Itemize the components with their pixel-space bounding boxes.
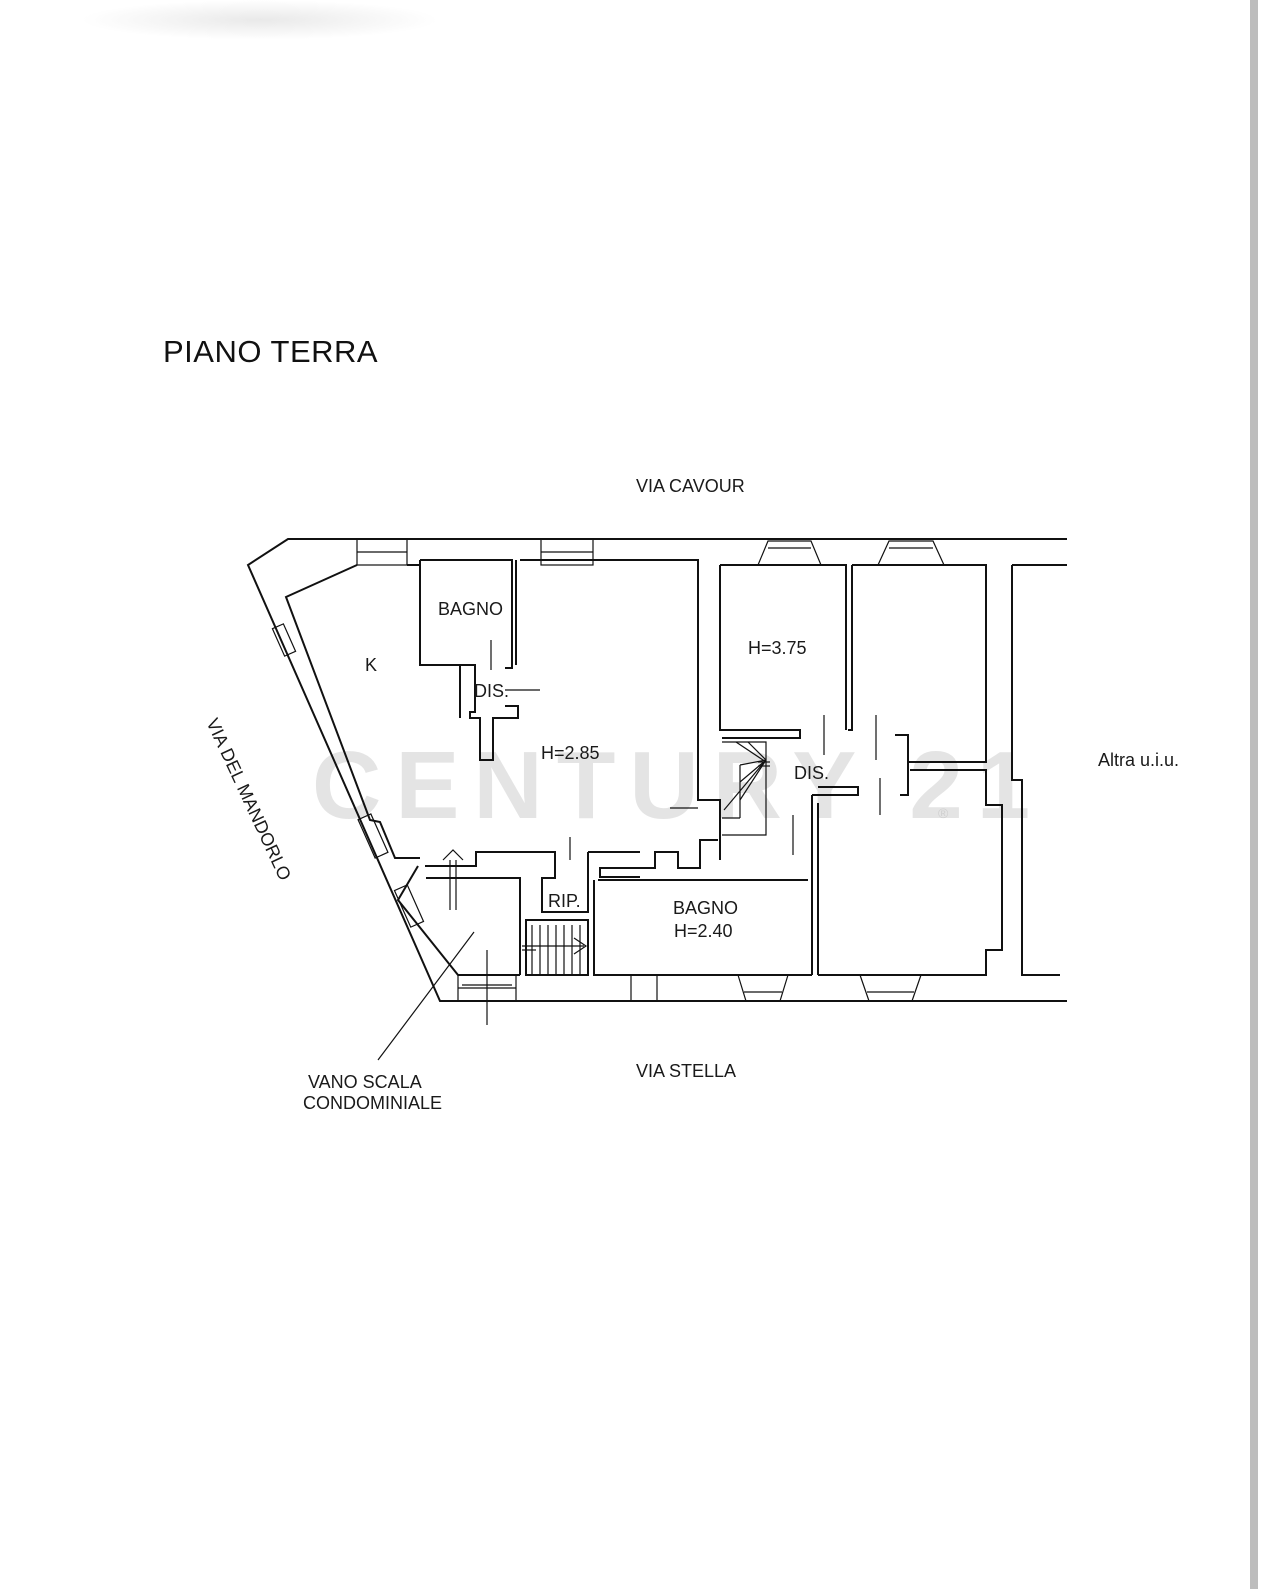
street-label-north: VIA CAVOUR <box>636 476 745 496</box>
internal-staircase <box>722 741 770 836</box>
interior-walls <box>419 559 1003 976</box>
room-label-dis-left: DIS. <box>474 681 509 701</box>
windows <box>271 538 945 1002</box>
street-label-south: VIA STELLA <box>636 1061 736 1081</box>
neighbour-unit-label: Altra u.i.u. <box>1098 750 1179 770</box>
condominium-staircase <box>442 849 588 1025</box>
street-label-west: VIA DEL MANDORLO <box>202 715 295 883</box>
room-label-bagno-bottom-height: H=2.40 <box>674 921 733 941</box>
stair-label-line2: CONDOMINIALE <box>303 1093 442 1113</box>
room-label-main-height: H=2.85 <box>541 743 600 763</box>
room-label-bagno-bottom: BAGNO <box>673 898 738 918</box>
room-label-height: H=3.75 <box>748 638 807 658</box>
stair-leader-line <box>377 931 475 1061</box>
watermark-text: CENTURY 21 <box>312 732 1044 839</box>
doors <box>490 640 881 860</box>
page-edge <box>1250 0 1258 1589</box>
watermark-registered-mark: ® <box>938 805 949 821</box>
stair-label-line1: VANO SCALA <box>308 1072 422 1092</box>
scan-smudge <box>80 0 440 40</box>
room-label-rip: RIP. <box>548 891 581 911</box>
room-label-bagno-top: BAGNO <box>438 599 503 619</box>
page-title: PIANO TERRA <box>163 334 379 369</box>
room-label-dis-right: DIS. <box>794 763 829 783</box>
room-label-kitchen: K <box>365 655 377 675</box>
